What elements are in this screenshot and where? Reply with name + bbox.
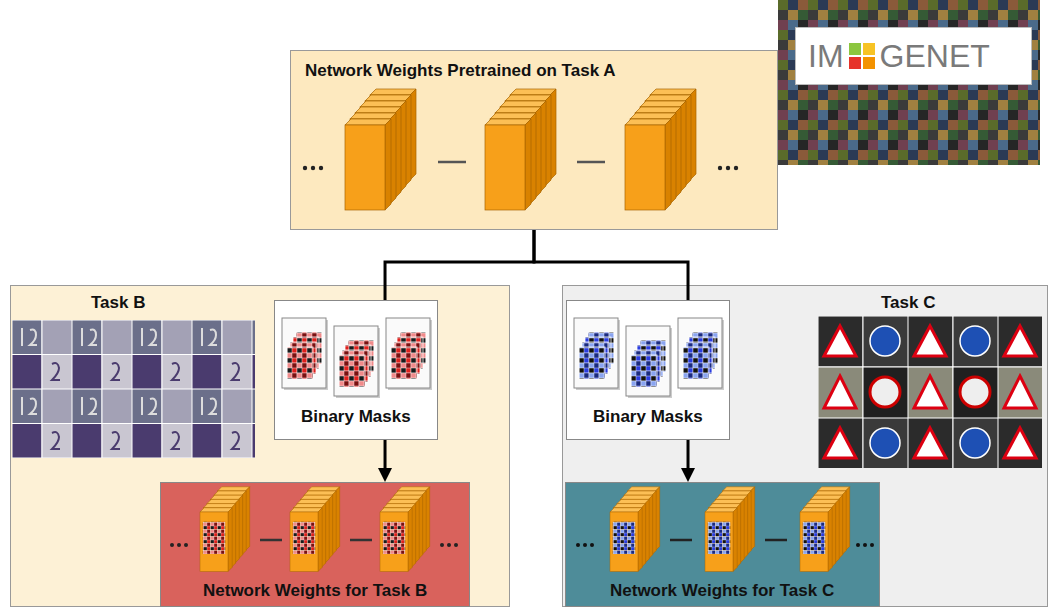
mask-box: Binary Masks [274,300,438,440]
task-panel: Task C Binary MasksNetwork Weights for Ta… [562,285,1048,607]
logo-text: GENET [880,38,990,74]
box-title: Binary Masks [301,407,411,427]
mask-box: Binary Masks [566,300,730,440]
logo-icon [847,41,877,71]
box-title: Network Weights for Task B [203,581,427,601]
box-title: Binary Masks [593,407,703,427]
box-title: Network Weights Pretrained on Task A [305,61,615,81]
logo-text: IM [808,38,844,74]
task-weights-box: Network Weights for Task B [160,482,470,607]
task-weights-box: Network Weights for Task C [565,482,880,607]
imagenet-logo: IM GENET [795,27,1032,85]
box-title: Task B [91,293,146,313]
imagenet-mosaic [778,0,1040,165]
box-title: Network Weights for Task C [610,581,834,601]
pretrained-box: Network Weights Pretrained on Task A [290,50,778,230]
task-panel: Task B Binary MasksNetwork Weights for Ta… [10,285,510,607]
box-title: Task C [881,293,936,313]
